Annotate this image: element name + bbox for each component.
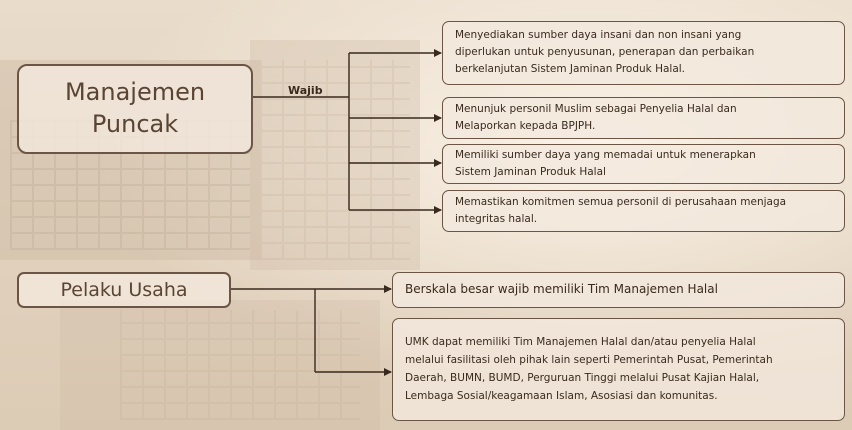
requirement-1-line-3: berkelanjutan Sistem Jaminan Produk Hala… (455, 63, 686, 75)
requirement-4-line-2: integritas halal. (455, 213, 538, 225)
business-requirement-1-text: Berskala besar wajib memiliki Tim Manaje… (405, 282, 718, 296)
requirement-3-line-1: Memiliki sumber daya yang memadai untuk … (455, 149, 756, 161)
requirement-2-line-1: Menunjuk personil Muslim sebagai Penyeli… (455, 103, 737, 115)
requirement-1-line-1: Menyediakan sumber daya insani dan non i… (455, 29, 742, 41)
requirement-1-line-2: diperlukan untuk penyusunan, penerapan d… (455, 46, 755, 58)
business-requirement-box-2: UMK dapat memiliki Tim Manajemen Halal d… (392, 318, 845, 421)
business-requirement-2-line-1: UMK dapat memiliki Tim Manajemen Halal d… (405, 336, 756, 348)
requirement-box-3: Memiliki sumber daya yang memadai untuk … (442, 144, 845, 184)
requirement-box-4: Memastikan komitmen semua personil di pe… (442, 190, 845, 232)
manajemen-puncak-line1: Manajemen (64, 78, 206, 106)
wajib-label: Wajib (288, 84, 323, 97)
business-requirement-2-line-4: Lembaga Sosial/keagamaan Islam, Asosiasi… (405, 390, 718, 402)
requirement-4-line-1: Memastikan komitmen semua personil di pe… (455, 196, 787, 208)
manajemen-puncak-box: Manajemen Puncak (17, 64, 253, 154)
requirement-3-line-2: Sistem Jaminan Produk Halal (455, 166, 606, 178)
pelaku-usaha-box: Pelaku Usaha (17, 272, 231, 308)
business-requirement-box-1: Berskala besar wajib memiliki Tim Manaje… (392, 272, 845, 308)
requirement-box-2: Menunjuk personil Muslim sebagai Penyeli… (442, 97, 845, 139)
business-requirement-2-line-2: melalui fasilitasi oleh pihak lain seper… (405, 354, 773, 366)
manajemen-puncak-line2: Puncak (91, 110, 179, 138)
background-building-right (250, 40, 420, 270)
requirement-2-line-2: Melaporkan kepada BPJPH. (455, 120, 596, 132)
pelaku-usaha-title: Pelaku Usaha (60, 279, 188, 301)
background-window-grid-right (260, 60, 410, 260)
business-requirement-2-line-3: Daerah, BUMN, BUMD, Perguruan Tinggi mel… (405, 372, 760, 384)
requirement-box-1: Menyediakan sumber daya insani dan non i… (442, 21, 845, 85)
background-building-bottom (60, 300, 380, 430)
background-window-grid-bottom (120, 310, 360, 420)
